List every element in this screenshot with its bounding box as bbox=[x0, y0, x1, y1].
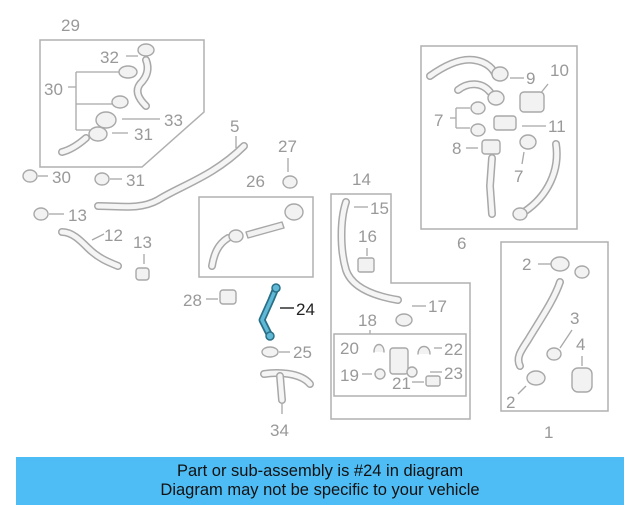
callout-7b[interactable]: 7 bbox=[514, 167, 523, 186]
callout-21[interactable]: 21 bbox=[392, 374, 411, 393]
left-loose-parts: 30 31 13 12 13 bbox=[22, 168, 152, 281]
callout-19[interactable]: 19 bbox=[340, 366, 359, 385]
callout-13b[interactable]: 13 bbox=[133, 233, 152, 252]
callout-31b[interactable]: 31 bbox=[126, 171, 145, 190]
part-32 bbox=[137, 43, 155, 57]
callout-5[interactable]: 5 bbox=[230, 117, 239, 136]
part-28: 28 bbox=[183, 289, 237, 310]
group-6-box: 6 9 10 7 11 8 7 bbox=[420, 45, 578, 253]
callout-11[interactable]: 11 bbox=[548, 117, 566, 136]
callout-22[interactable]: 22 bbox=[444, 340, 463, 359]
callout-18[interactable]: 18 bbox=[358, 311, 377, 330]
callout-31a[interactable]: 31 bbox=[134, 125, 153, 144]
callout-8[interactable]: 8 bbox=[452, 139, 461, 158]
callout-20[interactable]: 20 bbox=[340, 339, 359, 358]
group-26-box: 26 27 bbox=[198, 137, 314, 278]
callout-26[interactable]: 26 bbox=[246, 172, 265, 191]
callout-29[interactable]: 29 bbox=[61, 16, 80, 35]
callout-23[interactable]: 23 bbox=[444, 364, 463, 383]
callout-4[interactable]: 4 bbox=[576, 335, 585, 354]
info-banner: Part or sub-assembly is #24 in diagram D… bbox=[16, 457, 624, 505]
parts-diagram: 29 30 32 33 31 30 31 13 12 13 bbox=[22, 16, 609, 442]
callout-9[interactable]: 9 bbox=[526, 69, 535, 88]
part-34: 34 bbox=[260, 369, 314, 440]
callout-30a[interactable]: 30 bbox=[44, 80, 63, 99]
callout-24[interactable]: 24 bbox=[296, 300, 315, 319]
callout-13a[interactable]: 13 bbox=[68, 206, 87, 225]
callout-30b[interactable]: 30 bbox=[52, 168, 71, 187]
callout-25[interactable]: 25 bbox=[293, 343, 312, 362]
callout-7a[interactable]: 7 bbox=[434, 111, 443, 130]
group-29-box: 29 30 32 33 31 bbox=[39, 16, 205, 168]
highlighted-part-24[interactable]: 24 bbox=[258, 283, 315, 341]
callout-12[interactable]: 12 bbox=[104, 226, 123, 245]
group-1-box: 1 2 3 4 2 bbox=[500, 241, 609, 442]
part-25: 25 bbox=[261, 343, 312, 362]
callout-17[interactable]: 17 bbox=[428, 297, 447, 316]
callout-14[interactable]: 14 bbox=[352, 170, 371, 189]
callout-6[interactable]: 6 bbox=[457, 234, 466, 253]
callout-34[interactable]: 34 bbox=[270, 421, 289, 440]
callout-33[interactable]: 33 bbox=[164, 111, 183, 130]
callout-15[interactable]: 15 bbox=[370, 199, 389, 218]
callout-2b[interactable]: 2 bbox=[506, 393, 515, 412]
callout-16[interactable]: 16 bbox=[358, 227, 377, 246]
callout-1[interactable]: 1 bbox=[544, 423, 553, 442]
callout-3[interactable]: 3 bbox=[570, 309, 579, 328]
callout-28[interactable]: 28 bbox=[183, 291, 202, 310]
callout-27[interactable]: 27 bbox=[278, 137, 297, 156]
group-14-box: 14 15 16 17 18 20 19 21 22 23 bbox=[330, 170, 471, 420]
callout-32[interactable]: 32 bbox=[100, 48, 119, 67]
banner-line-1: Part or sub-assembly is #24 in diagram bbox=[176, 462, 464, 480]
pipe-5: 5 bbox=[94, 117, 248, 211]
callout-2a[interactable]: 2 bbox=[522, 255, 531, 274]
banner-line-2: Diagram may not be specific to your vehi… bbox=[160, 481, 480, 499]
callout-10[interactable]: 10 bbox=[550, 61, 569, 80]
